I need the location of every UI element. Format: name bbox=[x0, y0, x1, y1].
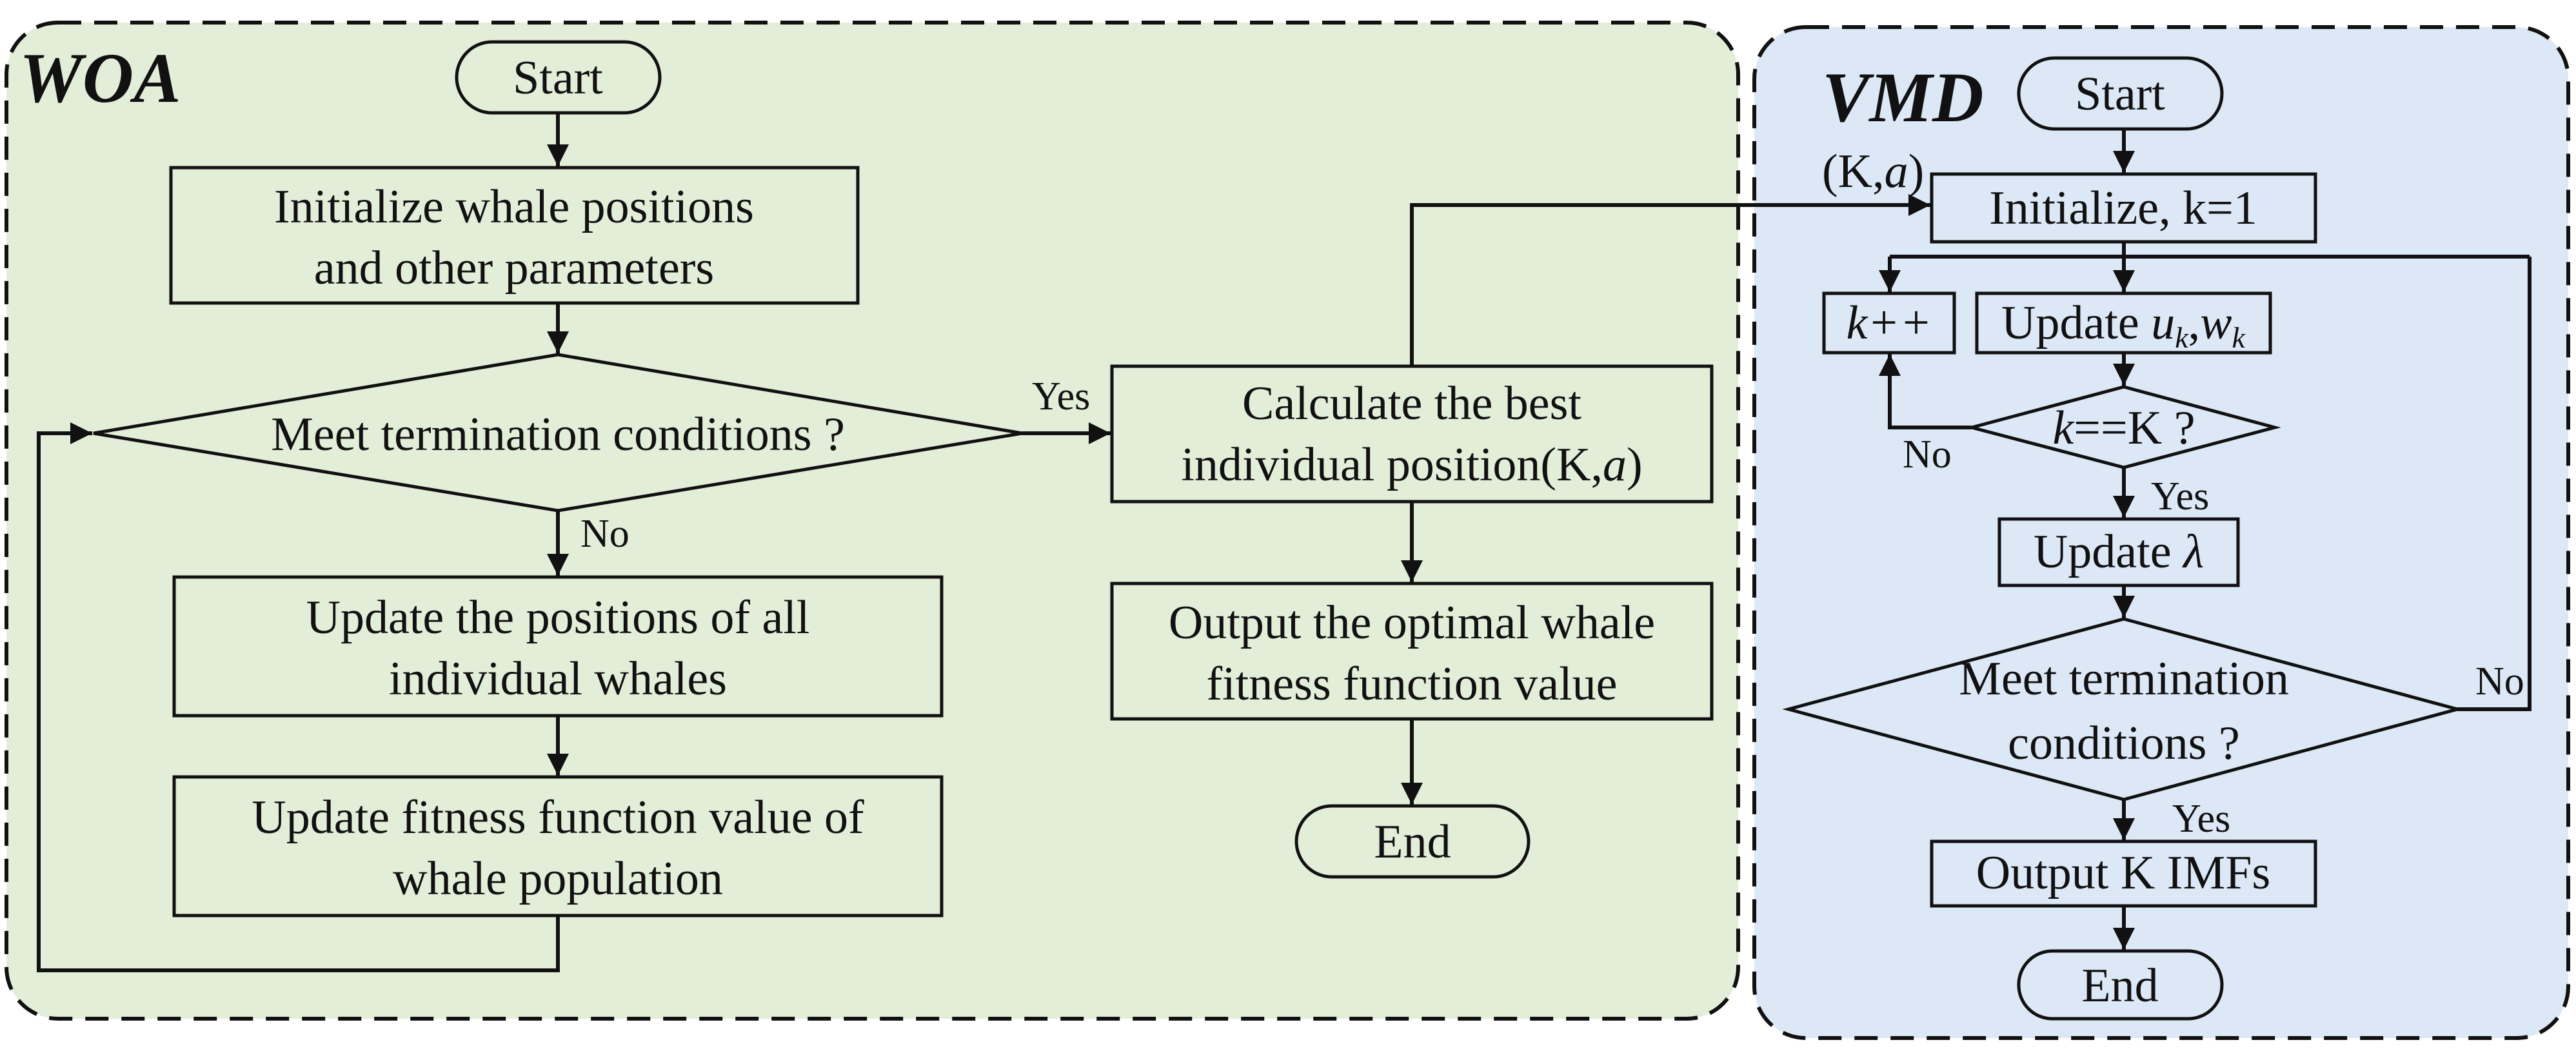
woa-decision-label: Meet termination conditions ? bbox=[271, 408, 845, 461]
woa-init-line1: Initialize whale positions bbox=[274, 181, 754, 233]
woa-yes-label: Yes bbox=[1032, 375, 1090, 418]
woa-panel bbox=[5, 21, 1740, 1021]
vmd-param-label: (K,a) bbox=[1822, 145, 1924, 198]
vmd-start-label: Start bbox=[2075, 68, 2165, 121]
vmd-u-symbol: u bbox=[2151, 297, 2175, 349]
vmd-no1-label: No bbox=[1903, 433, 1952, 476]
vmd-end-label: End bbox=[2081, 959, 2158, 1012]
vmd-param-suffix: ) bbox=[1908, 145, 1925, 198]
vmd-term-line2: conditions ? bbox=[2008, 717, 2240, 770]
woa-update-positions-line1: Update the positions of all bbox=[306, 591, 810, 644]
vmd-yes2-label: Yes bbox=[2172, 797, 2230, 841]
vmd-comma: , bbox=[2188, 297, 2201, 349]
woa-start-label: Start bbox=[513, 52, 603, 104]
woa-output-line1: Output the optimal whale bbox=[1169, 596, 1655, 649]
woa-end-terminal bbox=[1294, 804, 1531, 879]
vmd-yes1-label: Yes bbox=[2151, 475, 2209, 518]
woa-title: WOA bbox=[19, 39, 181, 117]
vmd-w-symbol: w bbox=[2200, 297, 2232, 349]
vmd-param-var: a bbox=[1885, 145, 1908, 198]
woa-loop-back-connector bbox=[37, 422, 560, 972]
woa-calc-best-prefix: individual position(K, bbox=[1181, 438, 1603, 491]
vmd-param-prefix: (K, bbox=[1822, 145, 1885, 198]
vmd-u-subscript: k bbox=[2175, 321, 2189, 354]
woa-end-label: End bbox=[1374, 816, 1451, 868]
vmd-init-label: Initialize, k=1 bbox=[1989, 182, 2257, 235]
woa-update-fitness-line1: Update fitness function value of bbox=[252, 791, 864, 844]
woa-update-fitness-line2: whale population bbox=[393, 852, 723, 905]
vmd-lambda-symbol: λ bbox=[2182, 525, 2204, 578]
woa-calc-best-suffix: ) bbox=[1627, 438, 1643, 491]
vmd-no2-loop-connector bbox=[2457, 257, 2531, 711]
vmd-end-terminal bbox=[2017, 949, 2224, 1021]
woa-init-box bbox=[169, 166, 860, 305]
vmd-title: VMD bbox=[1822, 58, 1984, 137]
vmd-kpp-box bbox=[1822, 291, 1956, 355]
vmd-w-subscript: k bbox=[2232, 321, 2246, 354]
woa-to-vmd-connector bbox=[1410, 194, 1930, 366]
woa-update-positions-line2: individual whales bbox=[389, 652, 727, 705]
vmd-update-lambda-prefix: Update bbox=[2034, 525, 2183, 578]
vmd-k-decision-rest: ==K ? bbox=[2074, 402, 2195, 455]
woa-calc-best-line2: individual position(K,a) bbox=[1181, 438, 1642, 491]
vmd-term-line1: Meet termination bbox=[1959, 652, 2289, 705]
vmd-no-loop-connector bbox=[1879, 354, 1972, 429]
woa-calc-best-var: a bbox=[1603, 438, 1627, 491]
woa-init-line2: and other parameters bbox=[314, 242, 714, 295]
vmd-start-terminal bbox=[2017, 56, 2224, 131]
vmd-kpp-label: k++ bbox=[1847, 297, 1932, 349]
vmd-panel bbox=[1752, 25, 2570, 1040]
vmd-update-lambda-label: Update λ bbox=[2034, 525, 2204, 578]
vmd-no2-label: No bbox=[2475, 660, 2524, 703]
vmd-output-label: Output K IMFs bbox=[1976, 847, 2270, 899]
vmd-update-uw-label: Update uk,wk bbox=[2001, 297, 2246, 354]
vmd-update-uw-prefix: Update bbox=[2001, 297, 2151, 349]
vmd-update-lambda-box bbox=[1997, 517, 2240, 587]
woa-output-line2: fitness function value bbox=[1206, 658, 1617, 711]
vmd-k-decision-label: k==K ? bbox=[2052, 402, 2195, 455]
woa-no-label: No bbox=[580, 512, 629, 556]
woa-calc-best-line1: Calculate the best bbox=[1242, 377, 1581, 430]
vmd-k-decision-var: k bbox=[2052, 402, 2074, 455]
